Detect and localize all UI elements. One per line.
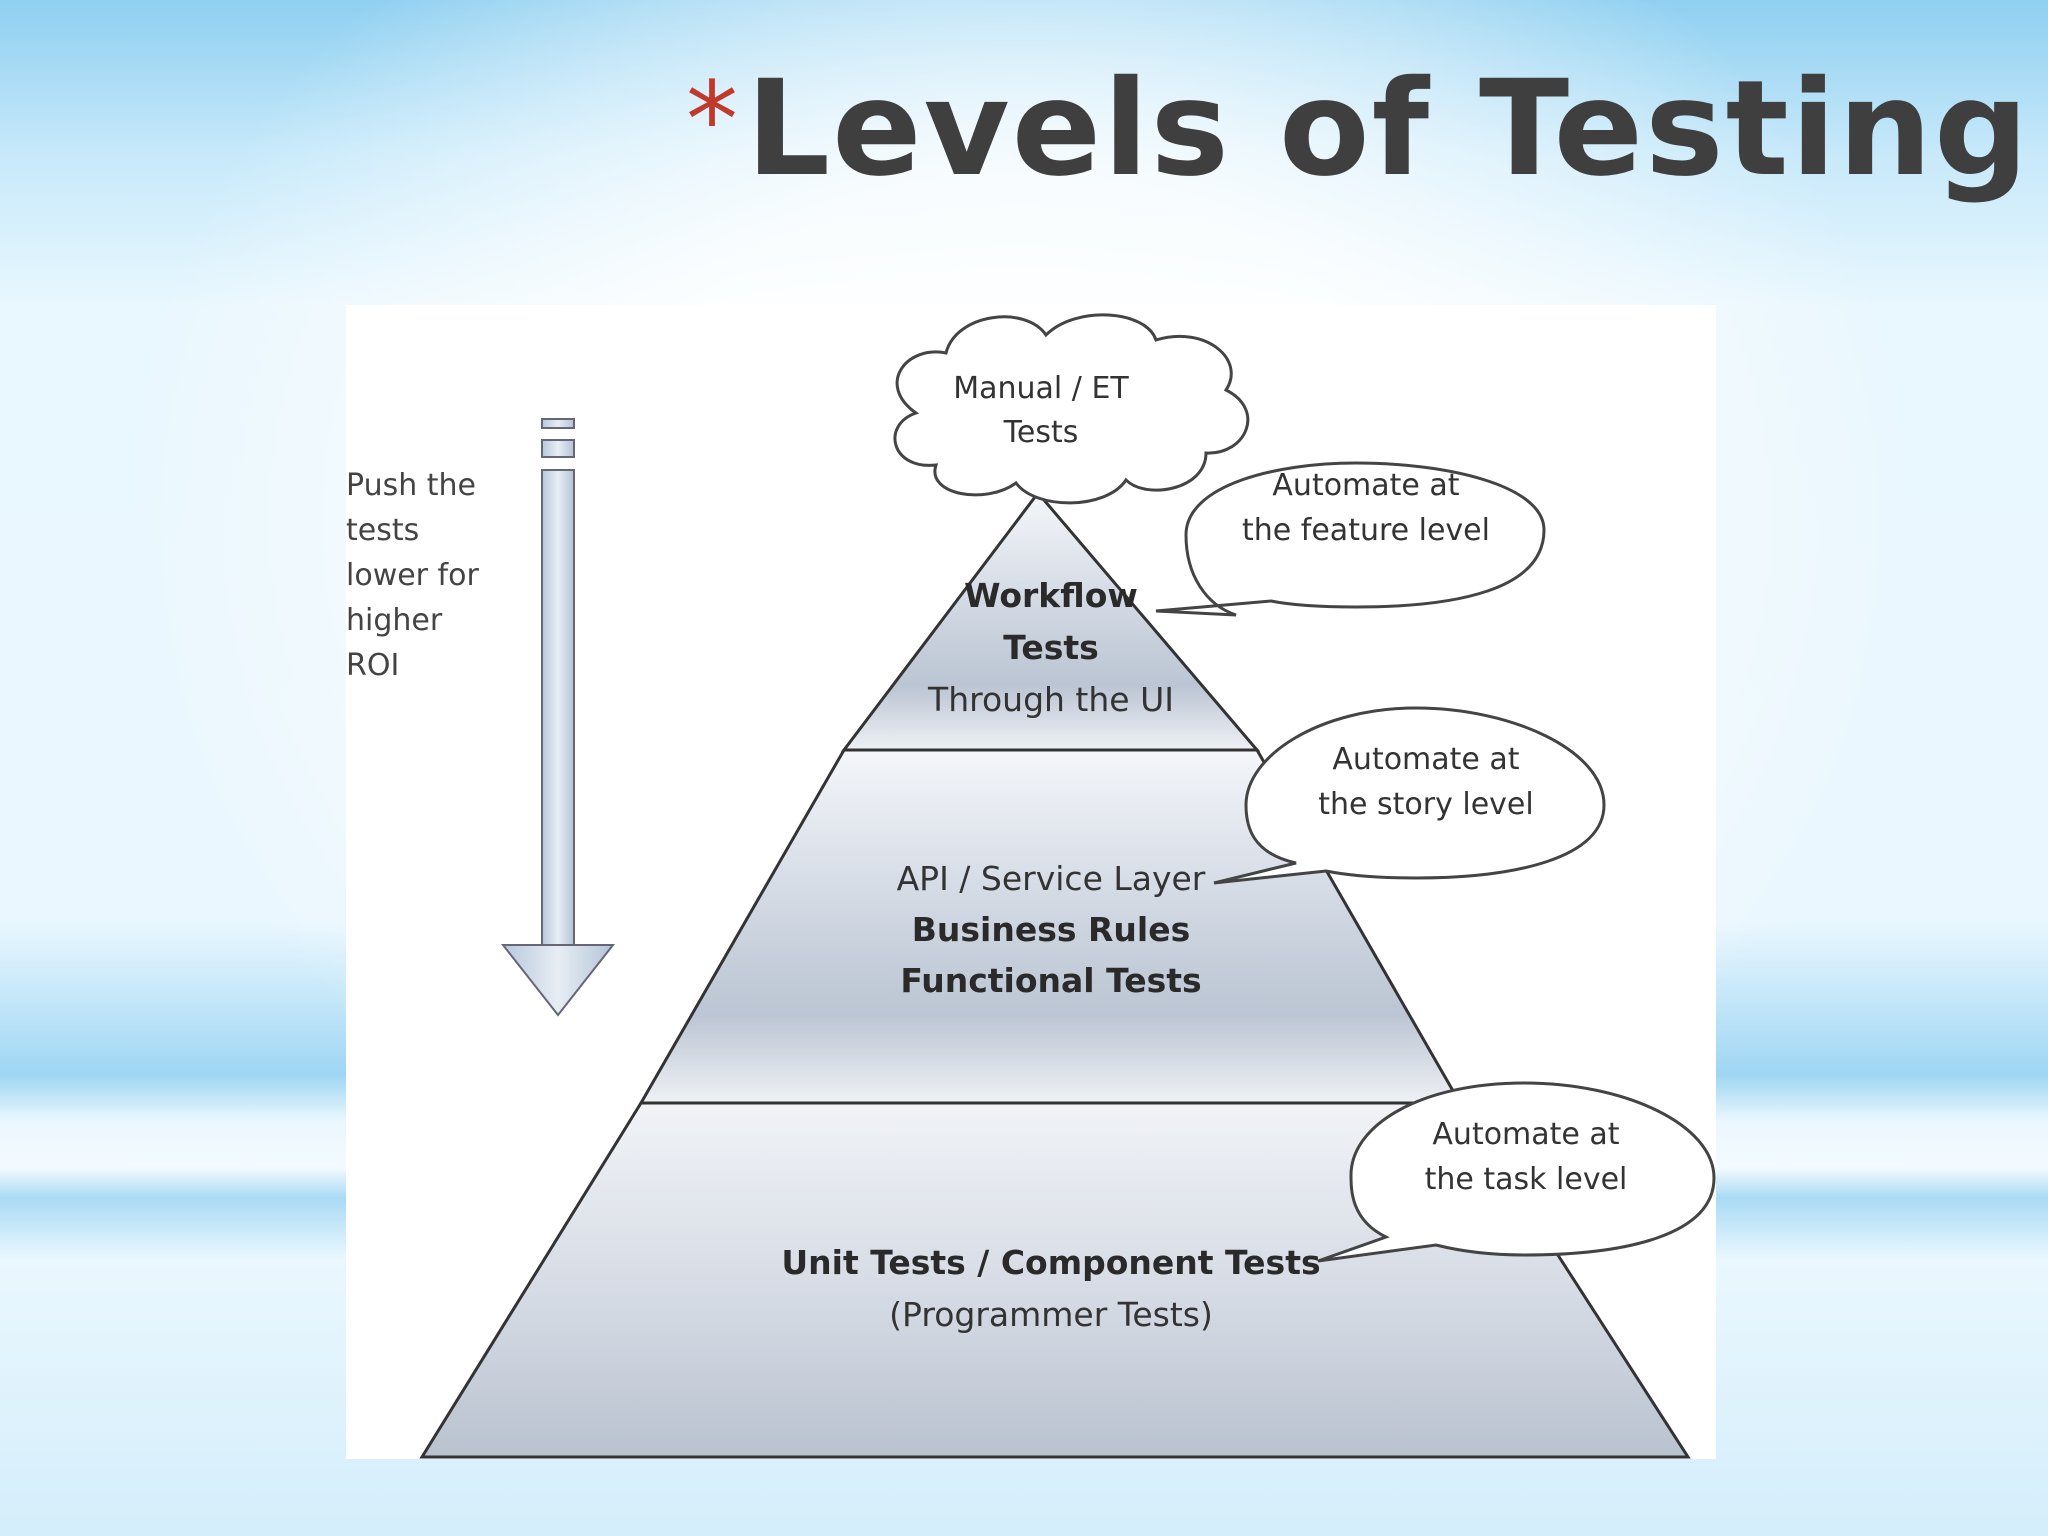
- callout-line: Automate at: [1332, 742, 1520, 777]
- callout-task-text: Automate at the task level: [1366, 1112, 1686, 1202]
- callout-line: the feature level: [1242, 513, 1490, 548]
- callout-line: Automate at: [1432, 1117, 1620, 1152]
- middle-tier-subtitle: API / Service Layer: [896, 859, 1206, 898]
- side-note-line: tests: [346, 513, 420, 548]
- push-tests-lower-note: Push the tests lower for higher ROI: [346, 463, 479, 688]
- side-note-line: higher: [346, 603, 443, 638]
- callout-story-bubble: [1213, 706, 1606, 885]
- middle-tier-title-2: Functional Tests: [900, 961, 1202, 1000]
- top-tier-label: Workflow Tests Through the UI: [886, 570, 1216, 726]
- title-text: Levels of Testing: [746, 52, 2031, 206]
- cloud-line: Tests: [1003, 415, 1079, 450]
- bottom-tier-subtitle: (Programmer Tests): [889, 1295, 1213, 1334]
- callout-line: the story level: [1318, 787, 1534, 822]
- middle-tier-label: API / Service Layer Business Rules Funct…: [836, 853, 1266, 1006]
- callout-line: Automate at: [1272, 468, 1460, 503]
- testing-pyramid-diagram: Push the tests lower for higher ROI Manu…: [346, 305, 1716, 1459]
- callout-feature-bubble: [1155, 461, 1546, 617]
- push-down-arrow-icon: [500, 418, 616, 1017]
- top-tier-subtitle: Through the UI: [928, 680, 1174, 719]
- callout-task-bubble: [1317, 1081, 1716, 1263]
- side-note-line: Push the: [346, 468, 476, 503]
- pyramid-graphic: [419, 313, 1716, 1459]
- callout-feature-text: Automate at the feature level: [1201, 463, 1531, 553]
- side-note-line: ROI: [346, 648, 400, 683]
- callout-line: the task level: [1424, 1162, 1628, 1197]
- cloud-label: Manual / ET Tests: [906, 367, 1176, 455]
- slide-title: *Levels of Testing: [686, 44, 2030, 223]
- cloud-line: Manual / ET: [953, 371, 1129, 406]
- cloud-shape: [893, 313, 1250, 505]
- top-tier-title: Workflow: [964, 576, 1138, 615]
- side-note-line: lower for: [346, 558, 479, 593]
- top-tier-title-2: Tests: [1003, 628, 1099, 667]
- callout-story-text: Automate at the story level: [1261, 737, 1591, 827]
- bottom-tier-title: Unit Tests / Component Tests: [781, 1243, 1321, 1282]
- middle-tier-title: Business Rules: [911, 910, 1191, 949]
- title-asterisk-icon: *: [686, 59, 740, 181]
- bottom-tier-label: Unit Tests / Component Tests (Programmer…: [746, 1237, 1356, 1341]
